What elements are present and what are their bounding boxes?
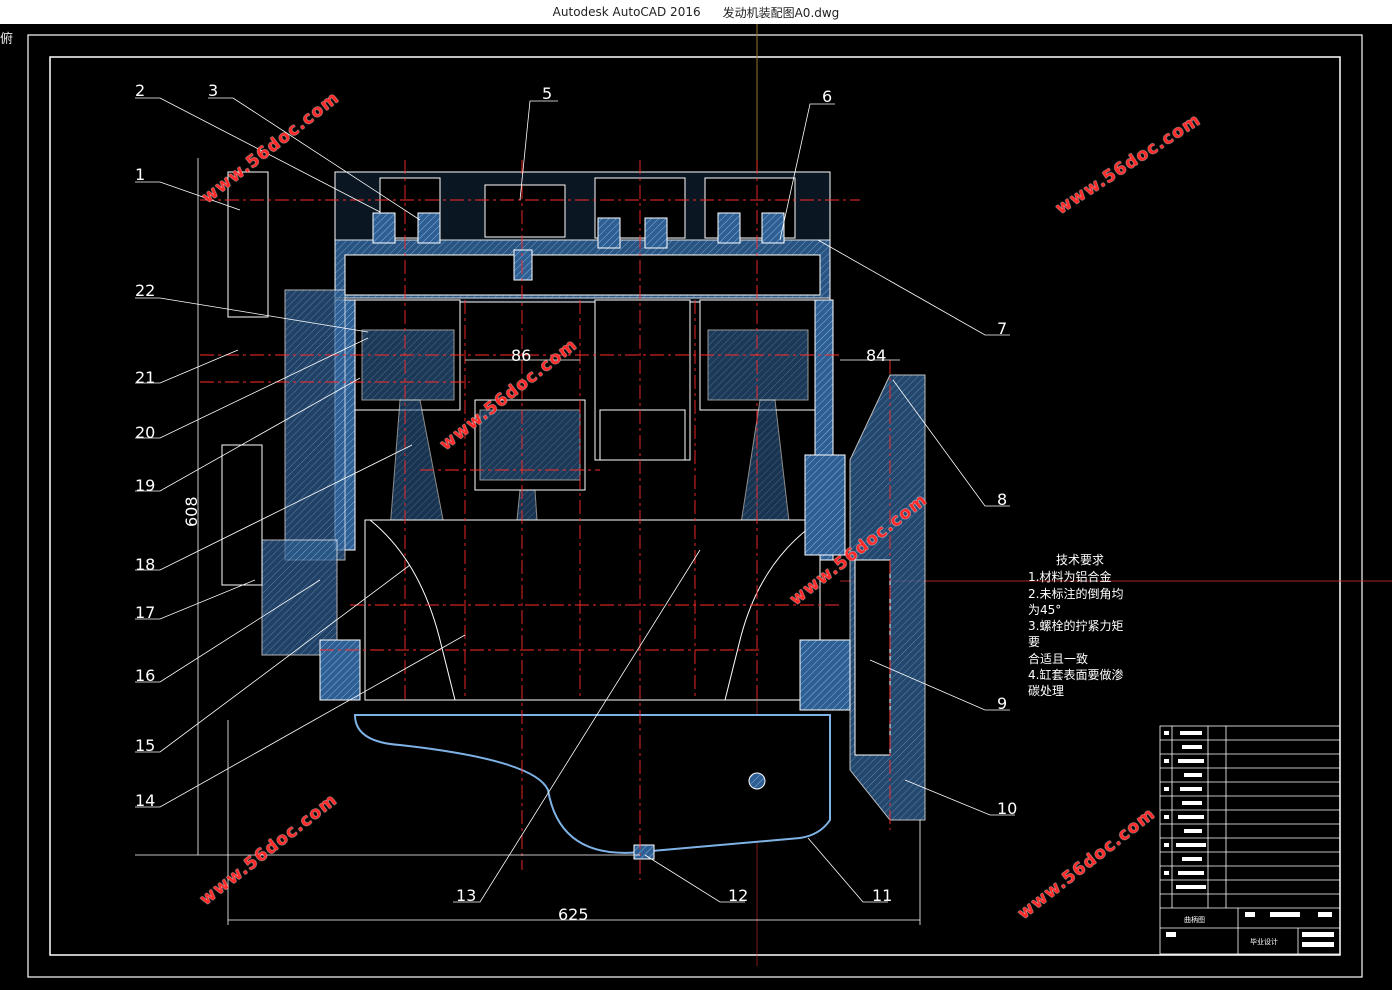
dimension-lines: [135, 158, 921, 925]
dim-width: 625: [558, 905, 589, 924]
dim-84: 84: [866, 346, 886, 365]
outer-border: [27, 34, 1363, 978]
dim-86: 86: [511, 346, 531, 365]
engine-section-view[interactable]: [221, 171, 926, 860]
callout-10: 10: [997, 799, 1017, 818]
callout-1: 1: [135, 165, 145, 184]
centerlines: [200, 160, 891, 880]
callout-2: 2: [135, 81, 145, 100]
tech-note-line: 2.未标注的倒角均: [1028, 586, 1124, 601]
inner-border: [49, 56, 1341, 956]
tech-note-line: 3.螺栓的拧紧力矩: [1028, 619, 1124, 634]
callout-6: 6: [822, 87, 832, 106]
callout-11: 11: [872, 886, 892, 905]
technical-requirements: 技术要求 1.材料为铝合金 2.未标注的倒角均 为45° 3.螺栓的拧紧力矩 要…: [1028, 552, 1158, 700]
tech-note-line: 要: [1028, 635, 1041, 650]
title-block-cell-a: 曲柄图: [1184, 915, 1205, 924]
window-title-bar: Autodesk AutoCAD 2016 发动机装配图A0.dwg: [0, 0, 1392, 24]
callout-18: 18: [135, 555, 155, 574]
tech-note-line: 合适且一致: [1028, 651, 1089, 666]
app-title: Autodesk AutoCAD 2016: [552, 5, 701, 19]
file-name: 发动机装配图A0.dwg: [722, 5, 840, 20]
callout-3: 3: [208, 81, 218, 100]
callout-5: 5: [542, 84, 552, 103]
callout-17: 17: [135, 603, 155, 622]
callout-9: 9: [997, 694, 1007, 713]
callout-19: 19: [135, 476, 155, 495]
callout-7: 7: [997, 319, 1007, 338]
tech-notes-title: 技术要求: [1056, 553, 1105, 567]
tech-note-line: 碳处理: [1028, 684, 1065, 699]
cad-drawing[interactable]: 1 2 3 5 6 7 8 9 10 11 12 13 14 15 16 17 …: [0, 24, 1392, 990]
viewport-label[interactable]: 俯: [0, 32, 14, 47]
callout-12: 12: [728, 886, 748, 905]
title-block-cell-b: 毕业设计: [1250, 937, 1278, 946]
title-block-fills: [1164, 731, 1334, 947]
callout-13: 13: [456, 886, 476, 905]
title-block[interactable]: [1159, 725, 1341, 955]
drawing-canvas[interactable]: 1 2 3 5 6 7 8 9 10 11 12 13 14 15 16 17 …: [0, 24, 1392, 990]
callout-20: 20: [135, 423, 155, 442]
callout-labels: 1 2 3 5 6 7 8 9 10 11 12 13 14 15 16 17 …: [135, 81, 1017, 905]
callout-22: 22: [135, 281, 155, 300]
tech-note-line: 4.缸套表面要做渗: [1028, 668, 1124, 683]
leader-lines: [135, 97, 1015, 903]
callout-14: 14: [135, 791, 155, 810]
callout-8: 8: [997, 490, 1007, 509]
dim-height: 608: [182, 496, 201, 527]
tech-note-line: 1.材料为铝合金: [1028, 570, 1112, 585]
tech-note-line: 为45°: [1028, 602, 1062, 617]
callout-16: 16: [135, 666, 155, 685]
callout-21: 21: [135, 368, 155, 387]
callout-15: 15: [135, 736, 155, 755]
